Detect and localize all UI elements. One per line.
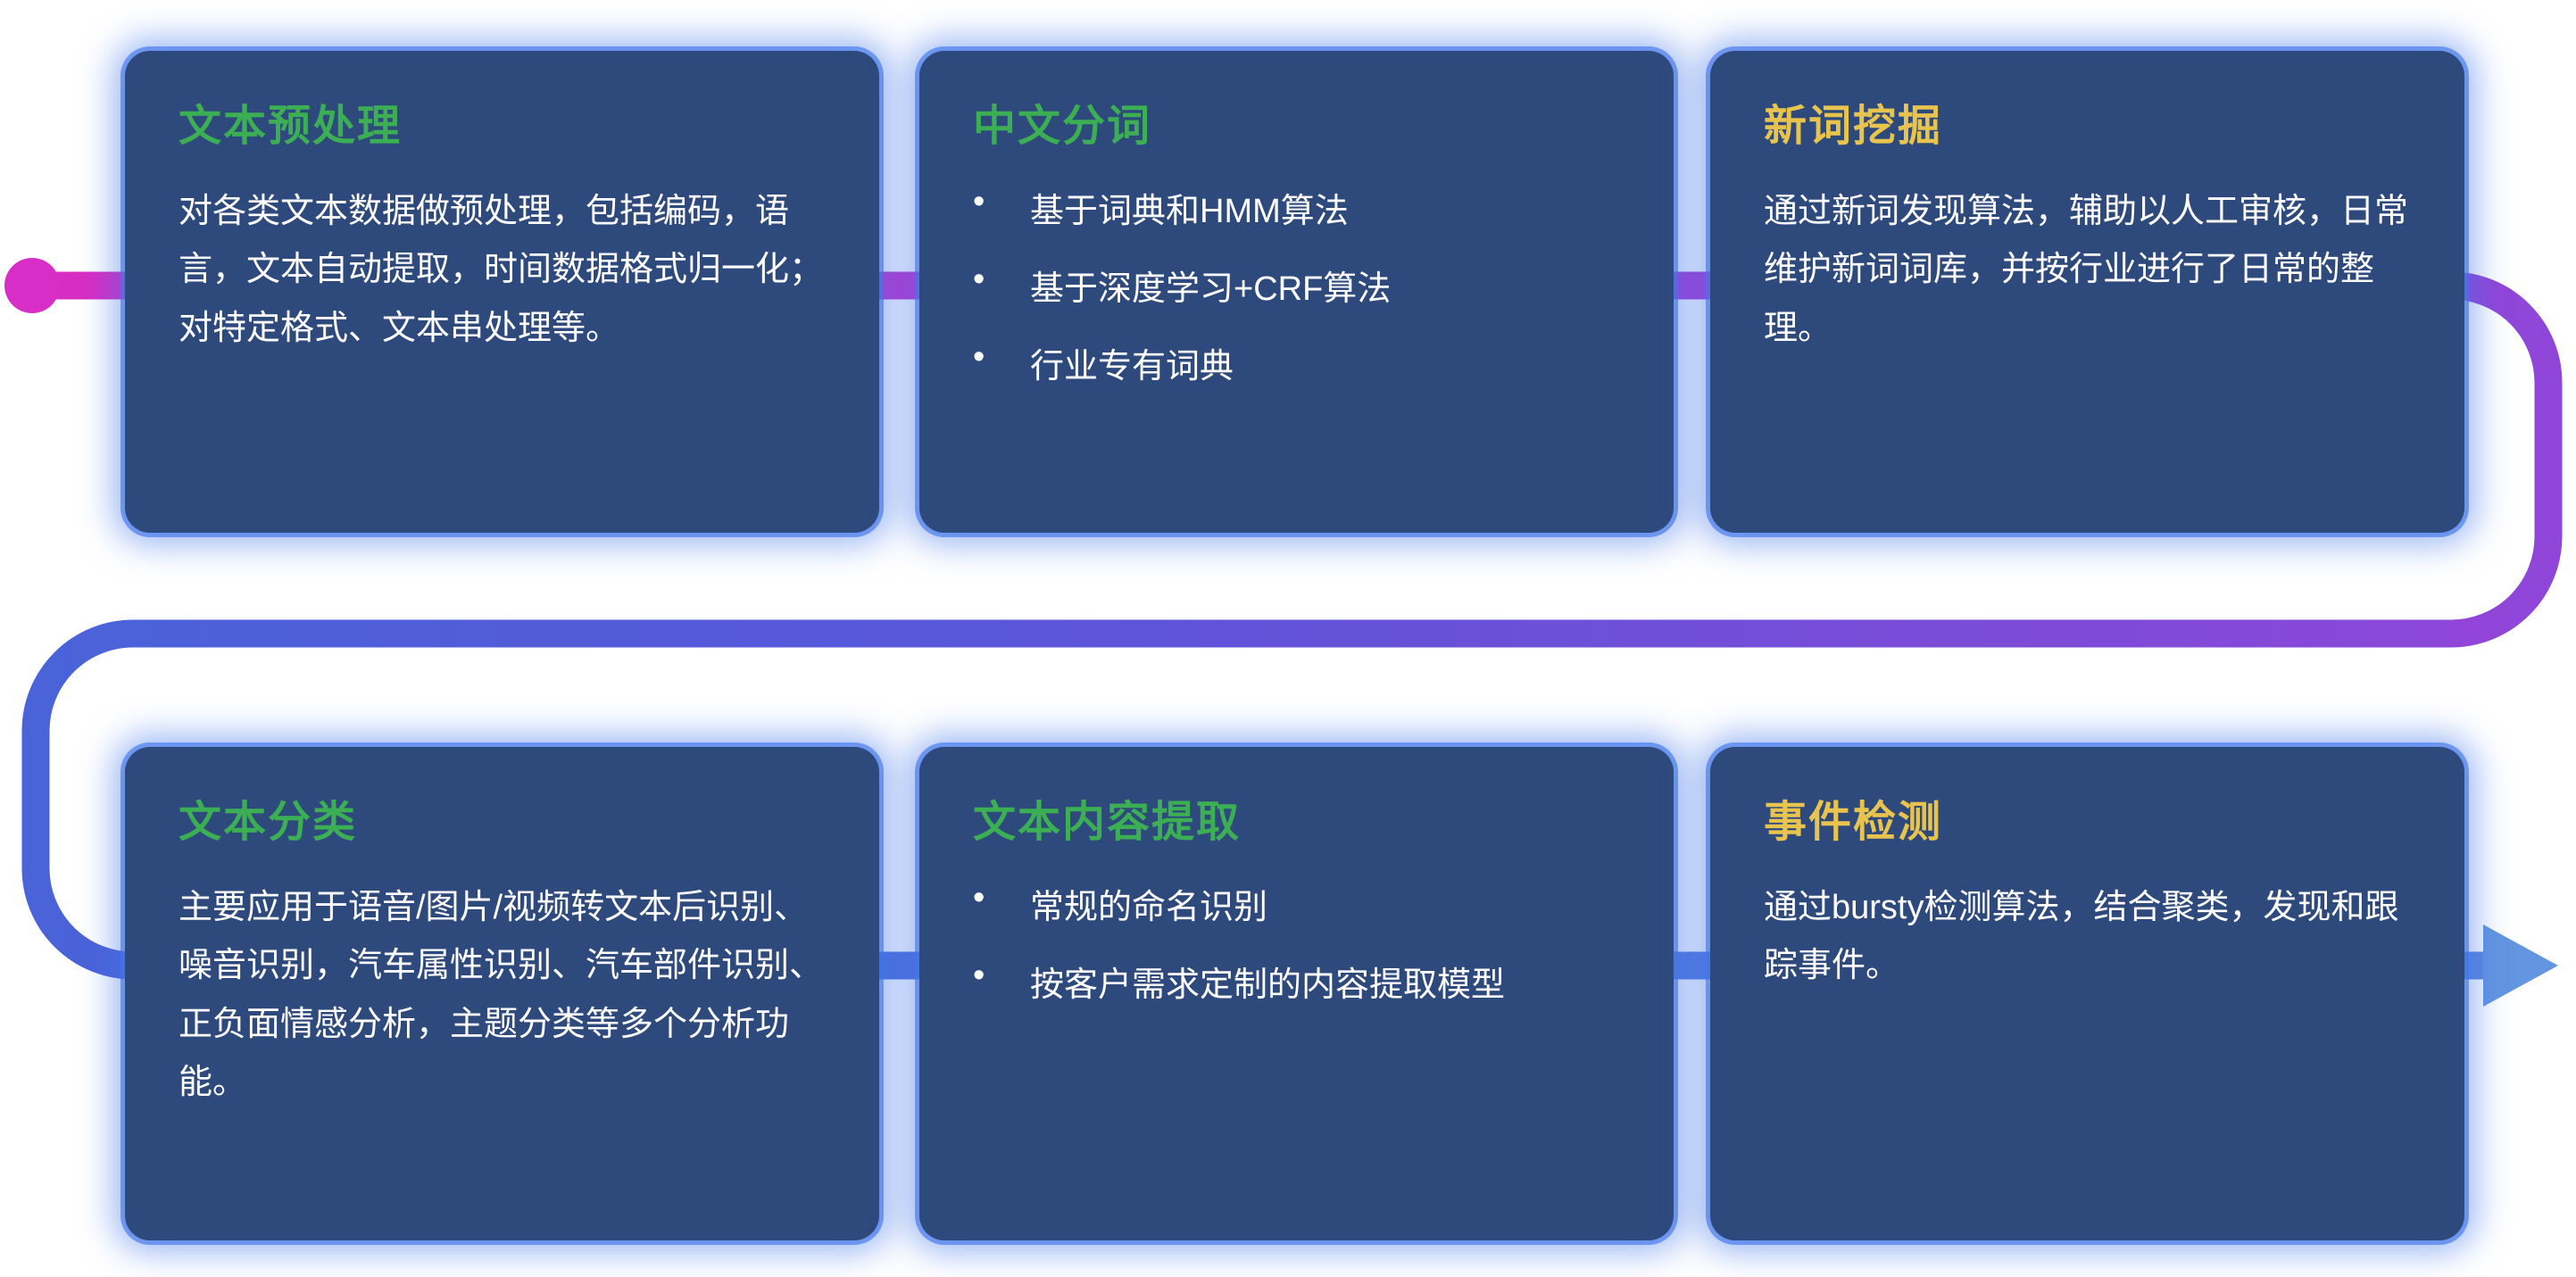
card-title: 新词挖掘 (1764, 103, 1943, 150)
card-body: 通过新词发现算法，辅助以人工审核，日常维护新词词库，并按行业进行了日常的整理。 (1764, 193, 2409, 347)
flow-arrow-icon (2483, 925, 2558, 1007)
bullet-text: 常规的命名识别 (1030, 889, 1268, 926)
bullet-text: 行业专有词典 (1030, 348, 1234, 386)
bullet-marker: • (973, 261, 985, 298)
card-chinese-segmentation: 中文分词 • 基于词典和HMM算法 • 基于深度学习+CRF算法 • 行业专有词… (919, 51, 1674, 533)
bullet-item: • 按客户需求定制的内容提取模型 (973, 957, 1620, 1006)
bullet-marker: • (973, 879, 985, 916)
card-new-word-mining: 新词挖掘 通过新词发现算法，辅助以人工审核，日常维护新词词库，并按行业进行了日常… (1710, 51, 2464, 533)
bullet-list: • 常规的命名识别 • 按客户需求定制的内容提取模型 (973, 879, 1620, 1006)
card-title: 文本分类 (179, 799, 358, 846)
flow-line-top (36, 271, 2563, 648)
bullet-text: 基于深度学习+CRF算法 (1030, 270, 1392, 308)
card-title: 中文分词 (973, 103, 1152, 150)
card-title: 文本预处理 (179, 103, 403, 150)
card-body: 主要应用于语音/图片/视频转文本后识别、噪音识别，汽车属性识别、汽车部件识别、正… (179, 889, 824, 1102)
bullet-marker: • (973, 183, 985, 220)
card-title: 文本内容提取 (973, 799, 1242, 846)
card-event-detection: 事件检测 通过bursty检测算法，结合聚类，发现和跟踪事件。 (1710, 747, 2464, 1240)
card-text-classification: 文本分类 主要应用于语音/图片/视频转文本后识别、噪音识别，汽车属性识别、汽车部… (125, 747, 879, 1240)
card-text-preprocessing: 文本预处理 对各类文本数据做预处理，包括编码，语言，文本自动提取，时间数据格式归… (125, 51, 879, 533)
bullet-item: • 基于词典和HMM算法 (973, 183, 1620, 232)
card-title: 事件检测 (1764, 799, 1943, 846)
bullet-item: • 行业专有词典 (973, 338, 1620, 387)
bullet-item: • 常规的命名识别 (973, 879, 1620, 928)
bullet-text: 按客户需求定制的内容提取模型 (1030, 966, 1506, 1004)
bullet-marker: • (973, 957, 985, 994)
card-content-extraction: 文本内容提取 • 常规的命名识别 • 按客户需求定制的内容提取模型 (919, 747, 1674, 1240)
bullet-list: • 基于词典和HMM算法 • 基于深度学习+CRF算法 • 行业专有词典 (973, 183, 1620, 387)
flow-line-middle (21, 619, 2451, 980)
bullet-item: • 基于深度学习+CRF算法 (973, 261, 1620, 310)
card-body: 对各类文本数据做预处理，包括编码，语言，文本自动提取，时间数据格式归一化；对特定… (179, 193, 824, 347)
flow-start-dot (4, 258, 60, 313)
bullet-marker: • (973, 338, 985, 376)
bullet-text: 基于词典和HMM算法 (1030, 193, 1349, 230)
card-body: 通过bursty检测算法，结合聚类，发现和跟踪事件。 (1764, 889, 2399, 985)
